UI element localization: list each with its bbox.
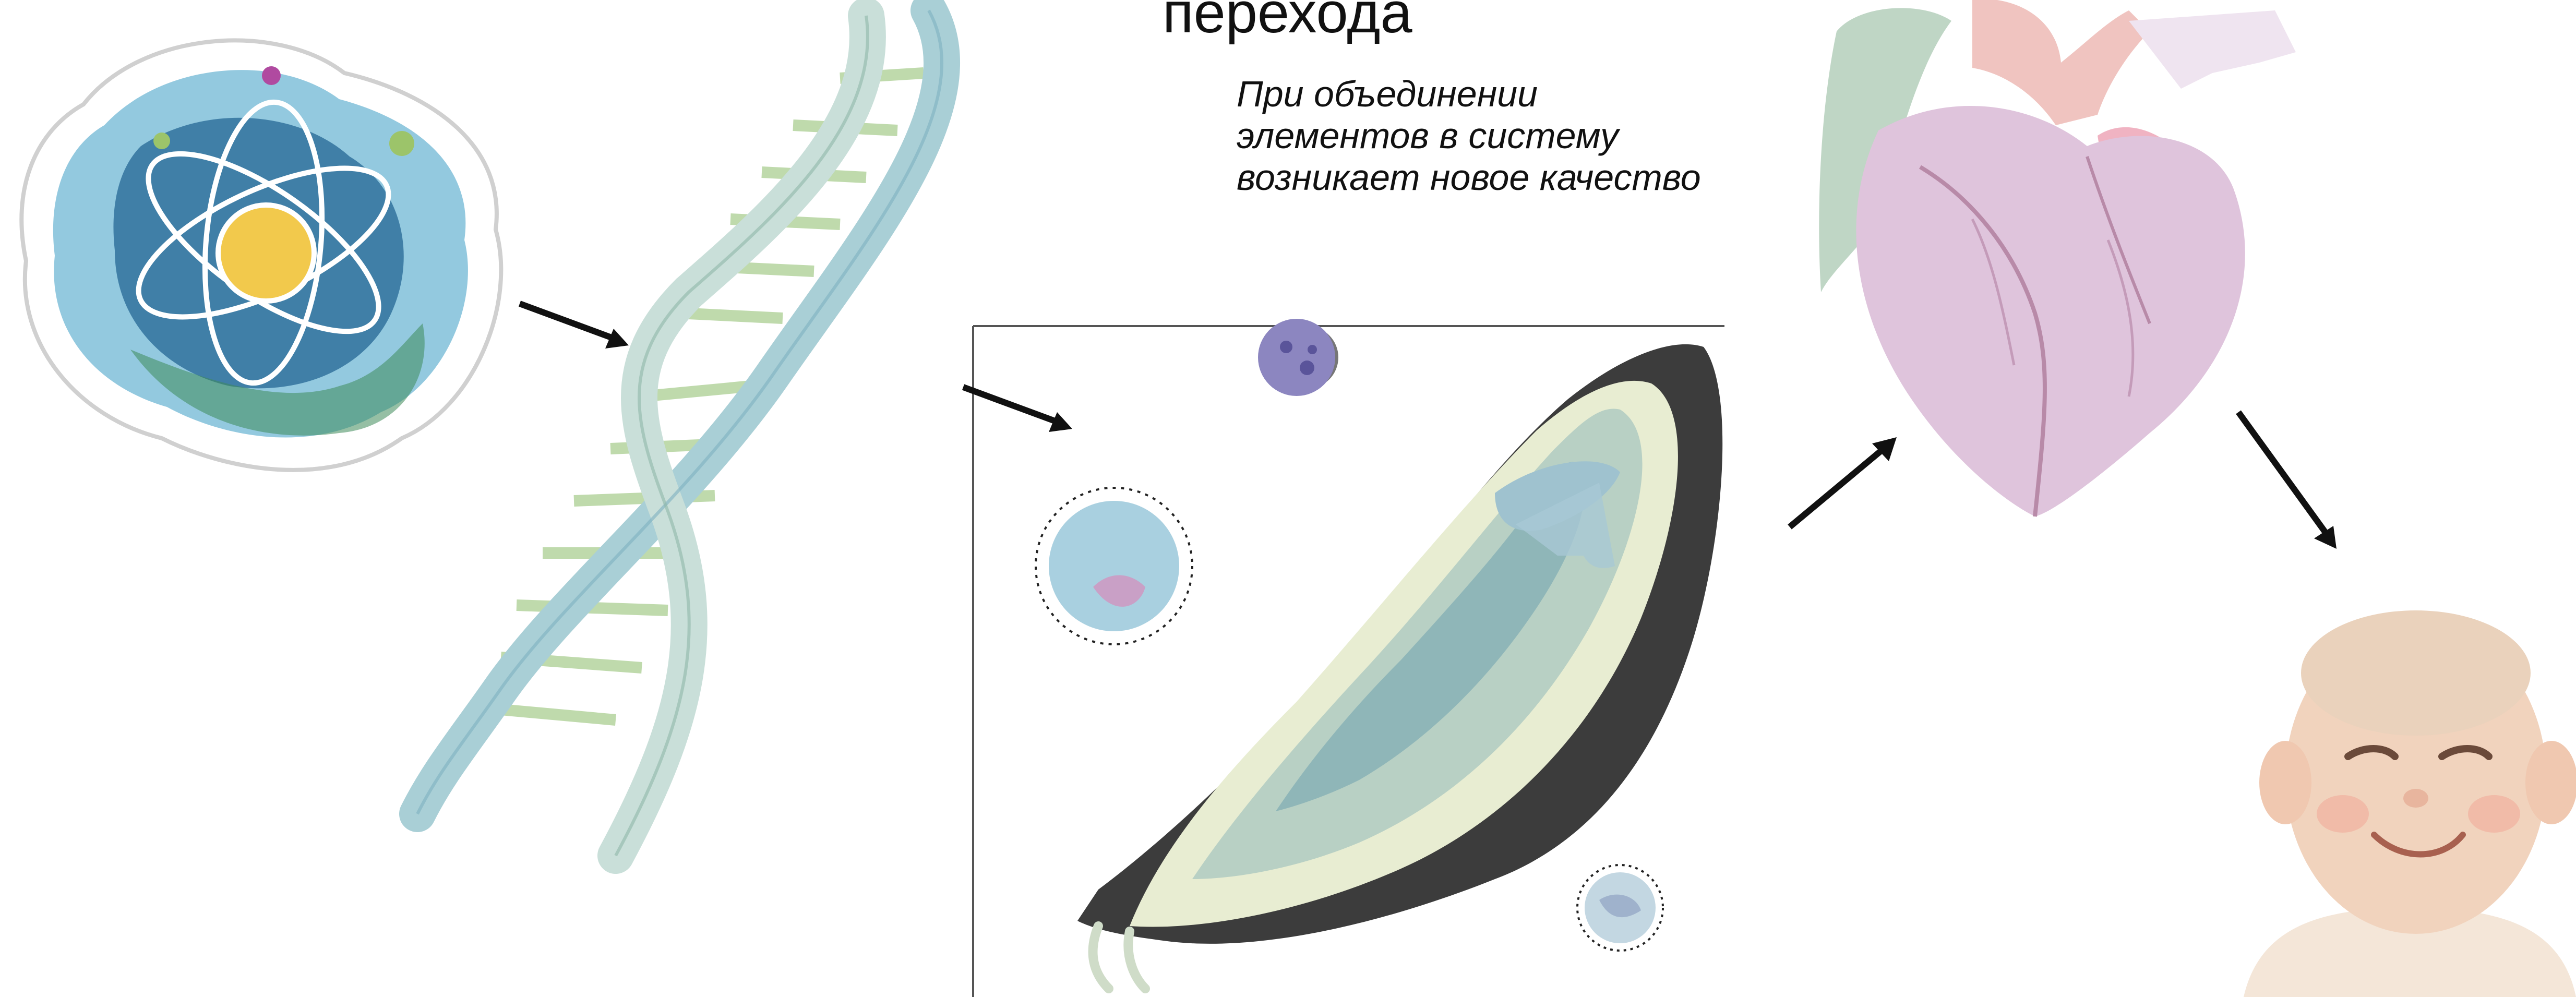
arrow-cells-to-heart-icon <box>1784 428 1904 532</box>
arrow-atom-to-dna-icon <box>517 297 637 355</box>
caption-text: При объединении элементов в систему возн… <box>1237 73 1701 198</box>
arrow-heart-to-baby-icon <box>2233 407 2348 558</box>
cell-organism-illustration <box>973 326 1724 997</box>
caption-line-1: При объединении <box>1237 73 1701 115</box>
arrow-dna-to-cells-icon <box>960 381 1080 438</box>
caption-line-3: возникает новое качество <box>1237 157 1701 198</box>
slide-heading: перехода <box>1163 0 1412 47</box>
caption-line-2: элементов в систему <box>1237 115 1701 157</box>
baby-illustration <box>2244 605 2576 997</box>
